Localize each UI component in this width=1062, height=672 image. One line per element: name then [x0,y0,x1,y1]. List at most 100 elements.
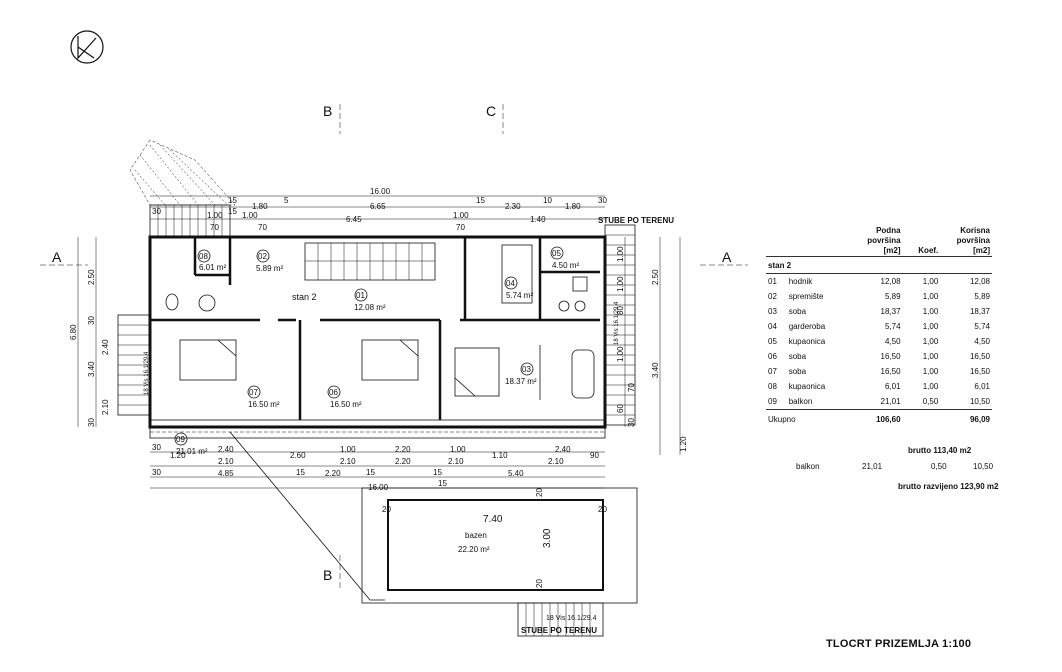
row-koef: 1,00 [922,307,939,316]
bathroom-fixtures [165,244,595,400]
row-room-name: kupaonica [788,337,826,346]
row-number: 03 [768,307,777,316]
row-number: 08 [768,382,777,391]
row-useful-area: 5,89 [974,292,990,301]
dim-bottom3: 15 [296,468,305,477]
dim-bottom4: 5.40 [508,469,524,478]
dim-bottom2: 2.10 [340,457,356,466]
row-room-name: kupaonica [788,382,826,391]
dim-bottom: 90 [590,451,599,460]
balkon-extra-name: balkon [796,462,820,471]
dim-overall-width: 16.00 [370,187,391,196]
bed-room-06 [361,339,419,381]
room-number: 06 [329,388,338,397]
dim-top2: 1.00 [207,211,223,220]
row-koef: 1,00 [922,337,939,346]
dim-overall-height: 6.80 [69,324,78,340]
dim-right-inner: 1.00 [616,246,625,262]
row-room-name: garderoba [788,322,826,331]
balkon-extra-useful: 10,50 [973,462,994,471]
dim-left: 2.10 [101,399,110,415]
dim-bottom3: 30 [152,468,161,477]
header-useful-area: Korisna površina [m2] [940,220,992,257]
header-text: površina [867,236,901,245]
table-total-row: Ukupno 106,60 96,09 [766,409,992,428]
area-table-grid: Podna površina [m2] Koef. Korisna površi… [766,220,992,428]
dim-right-inner: 1.00 [616,276,625,292]
header-text: Korisna [960,226,990,235]
dim-right-outer: 2.50 [651,269,660,285]
section-marker-c-top: C [486,103,496,119]
dim-top: 15 [228,196,237,205]
row-koef: 0,50 [922,397,939,406]
dim-right-outer: 3.40 [651,362,660,378]
section-marker-a-right: A [722,249,732,265]
row-useful-area: 6,01 [974,382,990,391]
brutto-total: brutto 113,40 m2 [908,446,972,455]
room-number: 09 [176,435,185,444]
table-group-row: stan 2 [766,256,992,274]
pool-edge: 20 [382,505,391,514]
dim-bottom2: 2.20 [395,457,411,466]
row-floor-area: 18,37 [880,307,901,316]
dim-bottom: 2.60 [290,451,306,460]
balkon-extra-koef: 0,50 [931,462,947,471]
table-header-row: Podna površina [m2] Koef. Korisna površi… [766,220,992,257]
row-floor-area: 6,01 [884,382,901,391]
row-number: 02 [768,292,777,301]
room-area: 16.50 m² [248,400,280,409]
row-room-name: soba [788,307,807,316]
dim-bottom: 1.00 [450,445,466,454]
dim-top: 1.80 [252,202,268,211]
room-number: 02 [258,252,267,261]
dim-bottom3: 15 [366,468,375,477]
room-area: 16.50 m² [330,400,362,409]
row-room-name: soba [788,367,807,376]
dim-left: 30 [87,316,96,325]
pool-edge: 15 [438,479,447,488]
dim-bottom2: 2.10 [448,457,464,466]
room-area: 18.37 m² [505,377,537,386]
pool-width: 7.40 [483,514,503,525]
dim-bottom3: 15 [433,468,442,477]
dim-top2: 1.00 [453,211,469,220]
dim-bottom: 2.20 [395,445,411,454]
row-useful-area: 4,50 [974,337,990,346]
balkon-extra-floor: 21,01 [862,462,883,471]
row-room-name: soba [788,352,807,361]
row-number: 04 [768,322,777,331]
room-number: 05 [552,249,561,258]
row-number: 09 [768,397,777,406]
unit-label: stan 2 [292,292,317,302]
stairs-left-spec: 18 Vis 16.1/29.4 [144,351,150,395]
row-floor-area: 5,74 [884,322,901,331]
dim-top: 1.80 [565,202,581,211]
drawing-title: TLOCRT PRIZEMLJA 1:100 [826,638,972,650]
row-useful-area: 12,08 [969,277,990,286]
dim-left: 30 [87,418,96,427]
interior-stairs [304,242,436,281]
dim-bottom: 1.00 [340,445,356,454]
row-useful-area: 10,50 [969,397,990,406]
dim-top3: 70 [210,223,219,232]
row-koef: 1,00 [922,277,939,286]
dim-left: 3.40 [87,361,96,377]
row-useful-area: 16,50 [969,367,990,376]
header-text: Podna [876,226,901,235]
room-area: 6.01 m² [199,263,226,272]
area-table: Podna površina [m2] Koef. Korisna površi… [766,220,1010,428]
room-area: 5.89 m² [256,264,283,273]
interior-walls [150,237,600,420]
dim-right-inner: 1.00 [616,346,625,362]
room-area: 21.01 m² [176,447,208,456]
row-useful-area: 5,74 [974,322,990,331]
dim-top3: 30 [152,207,161,216]
dim-top2: 15 [228,207,237,216]
section-marker-a-left: A [52,249,62,265]
